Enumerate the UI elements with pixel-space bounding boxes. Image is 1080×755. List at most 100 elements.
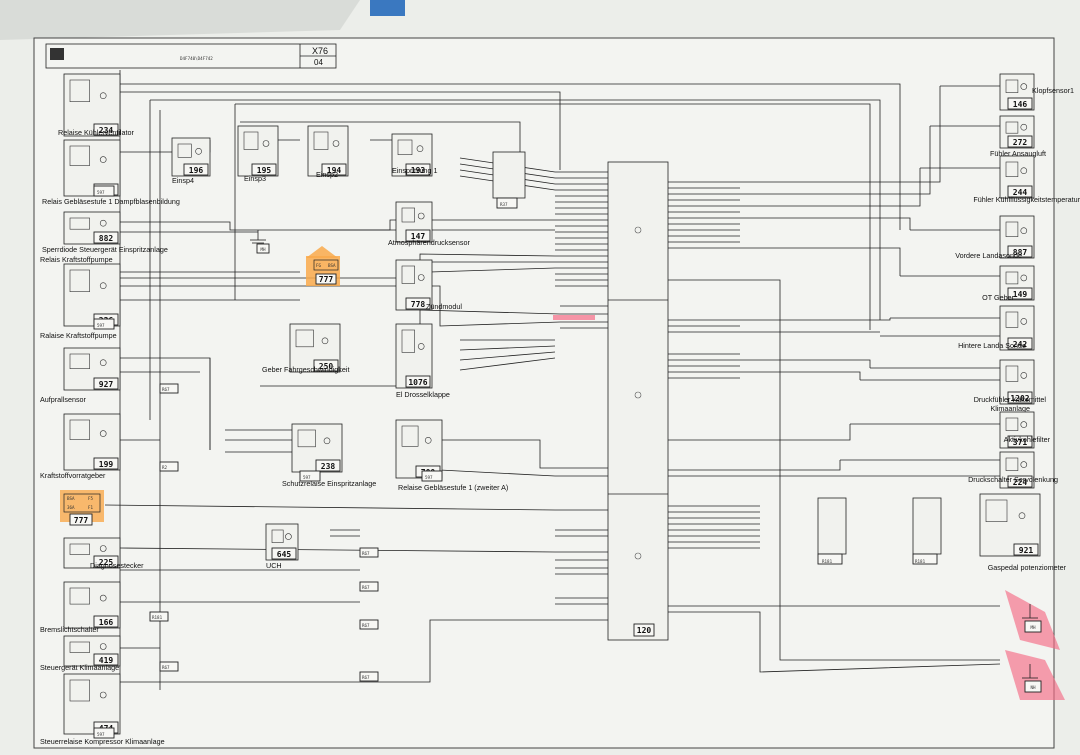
wire bbox=[668, 460, 841, 471]
connector-tag bbox=[149, 611, 169, 622]
component-number: 1076 bbox=[408, 378, 427, 387]
component-number: 244 bbox=[1013, 188, 1028, 197]
connector-tag bbox=[496, 197, 518, 209]
component-symbol-icon bbox=[69, 269, 90, 293]
fuse-tag-bottom: BSA F5 36A F1 777 bbox=[60, 490, 104, 526]
wire bbox=[120, 221, 555, 231]
connector-block bbox=[492, 151, 526, 199]
component-label: Einsp4 bbox=[172, 176, 194, 185]
component-label: Atmosphärendrucksensor bbox=[388, 238, 471, 247]
fuse-number: 777 bbox=[74, 516, 89, 525]
connector-label: 597 bbox=[425, 475, 433, 480]
wire bbox=[740, 86, 941, 183]
component-number: 882 bbox=[99, 234, 114, 243]
component-number-box bbox=[321, 163, 347, 176]
ground-label: NH bbox=[1030, 685, 1036, 690]
component-symbol-icon bbox=[313, 131, 329, 150]
component-symbol-icon bbox=[69, 353, 90, 369]
component-label: Steuergerät Klimaanlage bbox=[40, 663, 119, 672]
component-label: Kraftstoffvorratgeber bbox=[40, 471, 106, 480]
component-symbol-icon bbox=[295, 329, 314, 348]
component-number-box bbox=[1007, 435, 1033, 448]
component-symbol-icon bbox=[1005, 311, 1019, 328]
title-block: D4F740\D4F742 X76 04 bbox=[45, 43, 337, 69]
component-number-box bbox=[313, 359, 339, 372]
ground-nh-right: NH bbox=[1005, 650, 1065, 700]
component-label: Vordere Landasonde bbox=[955, 251, 1022, 260]
fuse-pin: 36A bbox=[67, 505, 75, 510]
connector-symbol-icon bbox=[50, 48, 64, 60]
component-symbol-icon bbox=[401, 329, 415, 353]
component-symbol-icon bbox=[397, 139, 413, 155]
title-ref: D4F740\D4F742 bbox=[180, 56, 213, 61]
wire bbox=[668, 279, 1000, 661]
component-number-box bbox=[1013, 543, 1039, 556]
wire bbox=[440, 439, 555, 469]
component-number: 921 bbox=[1019, 546, 1034, 555]
component-label: Geber Fahrgeschwindigkeit bbox=[262, 365, 350, 374]
component-symbol-icon bbox=[1005, 221, 1019, 237]
component-label: OT Geber bbox=[982, 293, 1014, 302]
fuse-pin: F1 bbox=[88, 505, 94, 510]
component-label: Gaspedal potenziometer bbox=[988, 563, 1067, 572]
component-number: 147 bbox=[411, 232, 426, 241]
component-symbol-icon bbox=[1005, 271, 1019, 285]
fuse-tag-top: FG BSA 777 bbox=[306, 246, 340, 286]
wire bbox=[120, 285, 561, 327]
component-number-box bbox=[93, 653, 119, 666]
connector-label: R67 bbox=[362, 623, 370, 628]
component-symbol-icon bbox=[69, 145, 90, 166]
component-label: Steuerrelaise Kompressor Klimaanlage bbox=[40, 737, 165, 746]
component-symbol-icon bbox=[401, 425, 419, 447]
component-number-box bbox=[405, 229, 431, 242]
wire bbox=[330, 219, 555, 231]
wire bbox=[740, 217, 911, 230]
component-label: Aktivkohlefilter bbox=[1004, 435, 1051, 444]
component-label: Ralaise Kraftstoffpumpe bbox=[40, 331, 117, 340]
wire bbox=[700, 611, 1001, 673]
connector-tag bbox=[93, 727, 115, 739]
component-symbol-icon bbox=[401, 207, 415, 223]
component-236b: Ralaise Kraftstoffpumpe bbox=[40, 331, 117, 340]
component-number: 927 bbox=[99, 380, 114, 389]
wire bbox=[429, 267, 556, 273]
wire bbox=[740, 126, 931, 195]
connector-block bbox=[817, 497, 847, 555]
component-number: 238 bbox=[321, 462, 336, 471]
component-number-box bbox=[271, 547, 297, 560]
ground-label: MH bbox=[1030, 625, 1036, 630]
wire bbox=[740, 318, 891, 321]
component-number: 193 bbox=[411, 166, 426, 175]
component-symbol-icon bbox=[1005, 417, 1019, 431]
component-label: Bremslichtschalter bbox=[40, 625, 99, 634]
component-symbol-icon bbox=[243, 131, 259, 150]
fuse-pin: BSA bbox=[67, 496, 75, 501]
component-symbol-icon bbox=[1005, 457, 1019, 471]
component-number: 1202 bbox=[1010, 394, 1029, 403]
paper-fold-shadow bbox=[0, 0, 360, 40]
connector-tag bbox=[817, 553, 843, 565]
component-label: Klopfsensor1 bbox=[1032, 86, 1074, 95]
component-number: 225 bbox=[99, 558, 114, 567]
connector-tag bbox=[159, 461, 179, 472]
component-label: Fühler Kühlflüssigkeitstemperatur bbox=[973, 195, 1080, 204]
connector-label: R2 bbox=[162, 465, 168, 470]
component-symbol-icon bbox=[297, 429, 316, 448]
fuse-number: 777 bbox=[319, 275, 334, 284]
connector-tag bbox=[299, 470, 321, 482]
connector-label: R67 bbox=[162, 665, 170, 670]
component-label: Relaise Kühlerventilator bbox=[58, 128, 135, 137]
component-number-box bbox=[93, 615, 119, 628]
connector-tag bbox=[359, 619, 379, 630]
